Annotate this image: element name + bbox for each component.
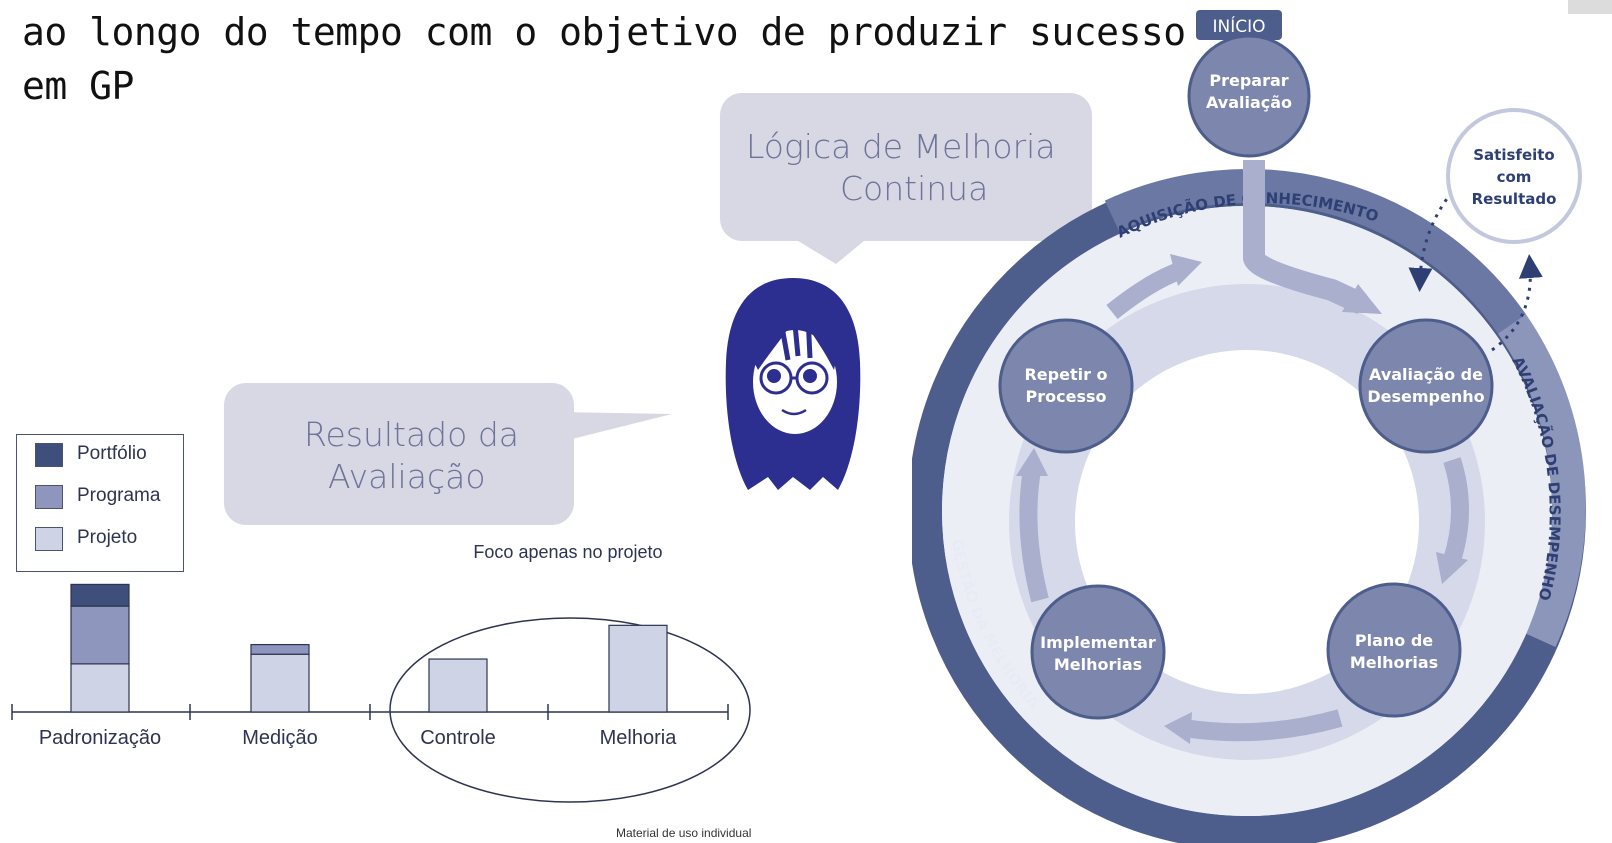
ring-segment-knowledge bbox=[1104, 169, 1526, 334]
node-plan-line-1: Plano de bbox=[1355, 631, 1433, 650]
node-prepare-assessment bbox=[1187, 34, 1311, 158]
bar-padronização-projeto bbox=[70, 663, 130, 713]
node-implement-improvements bbox=[1030, 584, 1166, 720]
start-flow-arrowhead bbox=[1342, 284, 1382, 314]
node-plan-line-2: Melhorias bbox=[1350, 653, 1438, 672]
bubble-logic-line-1: Lógica de Melhoria bbox=[746, 127, 1056, 166]
start-flow-arrow bbox=[1243, 160, 1367, 314]
cycle-arrow-bottom-head bbox=[1164, 712, 1192, 744]
ring-segment-performance bbox=[1497, 314, 1586, 648]
character-illustration bbox=[725, 278, 861, 490]
bubble-result-tail bbox=[560, 412, 672, 442]
node-improvement-plan bbox=[1326, 582, 1462, 718]
cycle-arrow-top-head bbox=[1170, 254, 1202, 286]
x-tick-label: Padronização bbox=[39, 727, 161, 749]
node-satisfied-line-3: Resultado bbox=[1472, 190, 1557, 208]
legend-swatch-programa bbox=[35, 485, 63, 509]
cycle-arrow-bottom bbox=[1182, 709, 1343, 742]
heading-line-1: ao longo do tempo com o objetivo de prod… bbox=[22, 10, 1186, 54]
bubble-logic-tail bbox=[790, 236, 870, 264]
bubble-logic-line-2: Continua bbox=[840, 169, 989, 208]
legend-label-programa: Programa bbox=[77, 485, 161, 506]
x-tick-label: Medição bbox=[242, 727, 318, 749]
focus-ellipse bbox=[389, 617, 751, 803]
node-assessment-line-2: Desempenho bbox=[1367, 387, 1484, 406]
bar-medição-programa bbox=[250, 643, 310, 655]
node-implement-line-2: Melhorias bbox=[1054, 655, 1142, 674]
footer-text: Material de uso individual bbox=[616, 826, 752, 840]
node-satisfied bbox=[1446, 108, 1582, 244]
start-badge bbox=[1196, 10, 1282, 40]
bar-controle-projeto bbox=[428, 658, 488, 713]
chart-legend: Portfólio Programa Projeto bbox=[16, 434, 184, 572]
legend-label-projeto: Projeto bbox=[77, 527, 138, 548]
bubble-result-line-2: Avaliação bbox=[328, 457, 486, 496]
node-prepare-line-1: Preparar bbox=[1209, 71, 1288, 90]
speech-bubble-logic: Lógica de Melhoria Continua bbox=[720, 93, 1092, 241]
maturity-bar-chart: Foco apenas no projeto Padronização Mediç… bbox=[11, 542, 751, 803]
bar-medição-projeto bbox=[250, 653, 310, 713]
start-badge-label: INÍCIO bbox=[1212, 15, 1265, 37]
node-assessment-line-1: Avaliação de bbox=[1369, 365, 1483, 384]
node-satisfied-line-1: Satisfeito bbox=[1473, 146, 1554, 164]
node-repeat-line-2: Processo bbox=[1026, 387, 1107, 406]
legend-swatch-portfolio bbox=[35, 443, 63, 467]
chart-annotation: Foco apenas no projeto bbox=[473, 542, 662, 562]
speech-bubble-result: Resultado da Avaliação bbox=[224, 383, 574, 525]
node-prepare-line-2: Avaliação bbox=[1206, 93, 1292, 112]
dotted-arrow-out bbox=[1491, 254, 1543, 352]
legend-label-portfolio: Portfólio bbox=[77, 443, 147, 464]
node-satisfied-line-2: com bbox=[1497, 168, 1532, 186]
legend-swatch-projeto bbox=[35, 527, 63, 551]
node-repeat-line-1: Repetir o bbox=[1024, 365, 1107, 384]
dotted-arrow-in bbox=[1408, 191, 1454, 292]
cycle-arrow-right-head bbox=[1436, 552, 1468, 584]
x-tick-label: Controle bbox=[420, 727, 496, 749]
bar-padronização-programa bbox=[70, 605, 130, 665]
node-implement-line-1: Implementar bbox=[1040, 633, 1156, 652]
heading-line-2: em GP bbox=[22, 64, 134, 108]
cycle-arrow-left bbox=[1019, 468, 1049, 603]
bar-melhoria-projeto bbox=[608, 624, 668, 713]
node-repeat-process bbox=[998, 318, 1134, 454]
bar-padronização-portfólio bbox=[70, 583, 130, 607]
node-performance-assessment bbox=[1358, 318, 1494, 454]
corner-tab bbox=[1568, 0, 1612, 14]
cycle-arrow-left-head bbox=[1016, 448, 1048, 476]
improvement-cycle-diagram: AQUISIÇÃO DE CONHECIMENTO AVALIAÇÃO DE D… bbox=[912, 10, 1586, 843]
ring-center bbox=[1075, 350, 1419, 694]
x-tick-label: Melhoria bbox=[600, 727, 678, 749]
cycle-arrow-right bbox=[1443, 457, 1469, 563]
bubble-result-line-1: Resultado da bbox=[304, 415, 519, 454]
